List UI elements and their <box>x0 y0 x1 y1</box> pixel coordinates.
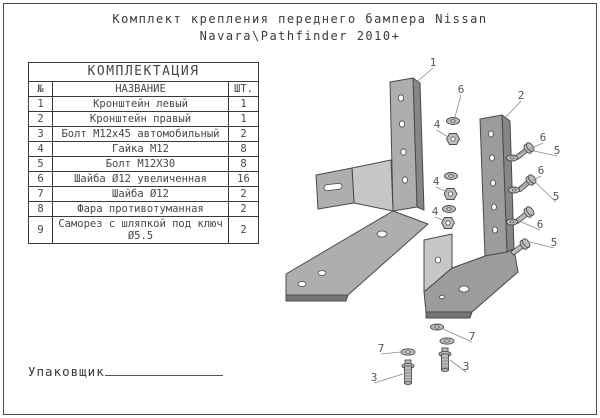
callout-leader-line <box>504 100 522 119</box>
callout-leader-line <box>454 94 462 118</box>
table-row: 8 Фара противотуманная 2 <box>28 201 260 217</box>
right-bracket <box>423 114 519 319</box>
callout-leader-line <box>435 186 448 193</box>
packer-label: Упаковщик <box>28 364 105 379</box>
callout-number: 6 <box>538 164 545 177</box>
left-bracket <box>285 77 429 302</box>
callout-number: 2 <box>518 89 525 102</box>
callout-leader-line <box>516 142 544 156</box>
callout-number: 6 <box>537 218 544 231</box>
document-title: Комплект крепления переднего бампера Nis… <box>0 11 600 45</box>
packer-signature: Упаковщик <box>28 363 223 379</box>
table-row: 5 Болт М12Х30 8 <box>28 156 260 172</box>
cell-name: Болт М12х45 автомобильный <box>52 126 229 142</box>
table-row: 2 Кронштейн правый 1 <box>28 111 260 127</box>
left-bracket-holes <box>397 94 408 184</box>
parts-table: КОМПЛЕКТАЦИЯ № НАЗВАНИЕ ШТ. 1 Кронштейн … <box>27 62 260 244</box>
callout-number: 5 <box>553 190 560 203</box>
callout-leader-line <box>434 216 446 222</box>
left-bracket-base-holes <box>297 230 388 287</box>
callout-leader-line <box>535 182 557 203</box>
title-line-1: Комплект крепления переднего бампера Nis… <box>112 12 488 26</box>
callout-leader-line <box>436 129 449 138</box>
callout-leader-line <box>411 67 434 87</box>
bolt-m12x30-group <box>506 142 537 256</box>
cell-name: Кронштейн правый <box>52 111 229 127</box>
bolt-m12x45-right <box>438 347 452 372</box>
callout-number: 5 <box>554 144 561 157</box>
callout-number: 7 <box>469 330 476 343</box>
right-bracket-base-holes <box>439 285 470 300</box>
callout-leader-line <box>442 328 473 343</box>
callout-number: 3 <box>463 360 470 373</box>
callout-leader-line <box>380 351 402 355</box>
callout-leader-line <box>373 373 404 384</box>
callout-leader-line <box>529 241 555 249</box>
bottom-fasteners <box>400 323 455 385</box>
callout-number: 6 <box>540 131 547 144</box>
callout-leader-line <box>449 359 467 373</box>
cell-qty: 2 <box>227 216 260 244</box>
callout-number: 4 <box>433 175 440 188</box>
table-row: 3 Болт М12х45 автомобильный 2 <box>28 126 260 142</box>
callout-leader-line <box>533 150 558 157</box>
callout-number: 5 <box>551 236 558 249</box>
cell-name: Фара противотуманная <box>52 201 229 217</box>
table-row: 9 Саморез с шляпкой под ключ Ø5.5 2 <box>28 216 260 244</box>
callout-number: 6 <box>458 83 465 96</box>
bolt-m12x45-left <box>401 359 415 385</box>
right-bracket-holes <box>488 130 498 234</box>
washer-nut-stack <box>440 117 461 229</box>
packer-signature-line <box>104 363 223 376</box>
title-line-2: Navara\Pathfinder 2010+ <box>199 29 401 43</box>
callout-number: 4 <box>434 118 441 131</box>
callout-number: 7 <box>378 342 385 355</box>
callout-leader-line <box>516 219 541 231</box>
callout-number: 4 <box>432 205 439 218</box>
callout-number: 3 <box>371 371 378 384</box>
callout-number: 1 <box>430 56 437 69</box>
callout-leader-line <box>518 175 542 189</box>
